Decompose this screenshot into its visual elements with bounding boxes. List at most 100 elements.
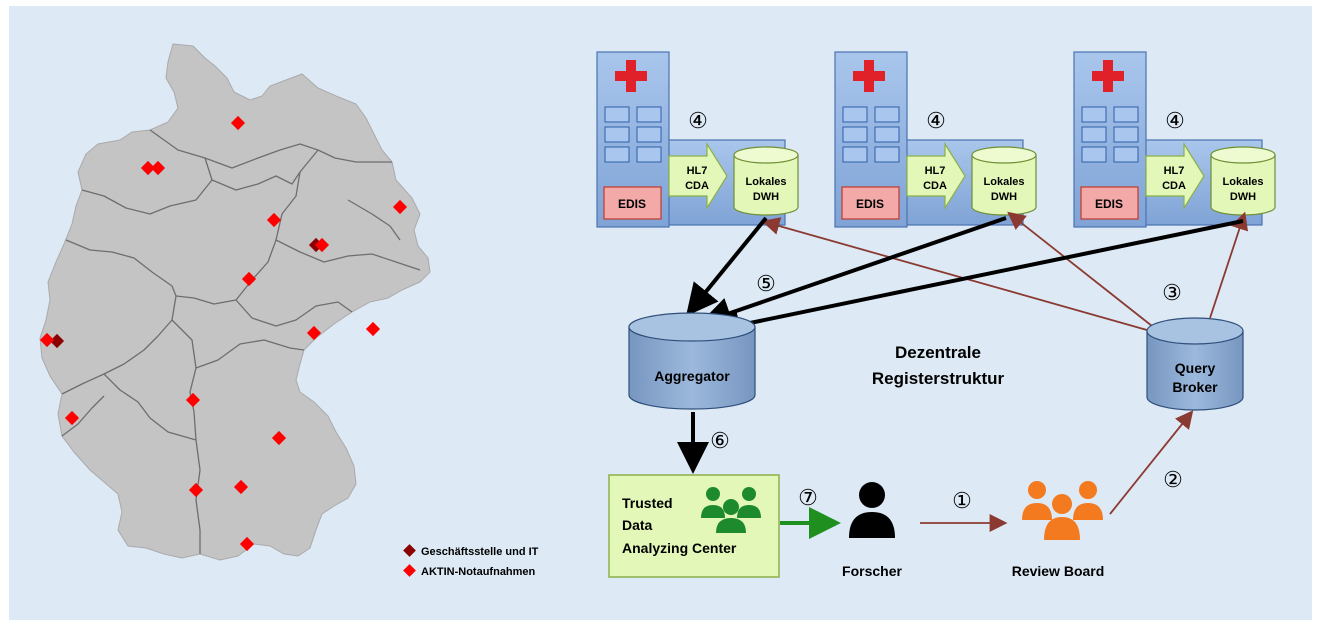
query-broker-label-line1: Query	[1175, 360, 1216, 376]
emergency-department-marker	[271, 430, 287, 446]
hl7-cda-arrow-shape	[668, 141, 728, 211]
window	[636, 146, 662, 163]
window	[636, 106, 662, 123]
legend-head-office-label: Geschäftsstelle und IT	[421, 546, 539, 558]
window	[874, 146, 900, 163]
window	[636, 126, 662, 143]
window	[1113, 106, 1139, 123]
aggregator-database: Aggregator	[628, 312, 756, 410]
step-6: ⑥	[710, 428, 730, 453]
arrow-review-to-broker	[1109, 410, 1194, 515]
query-arrows	[761, 211, 1249, 532]
center-title-line2: Registerstruktur	[872, 369, 1005, 388]
hl7-cda-arrow-shape	[1145, 141, 1205, 211]
head-office-marker	[49, 333, 65, 349]
window	[604, 126, 630, 143]
legend-emergency-label: AKTIN-Notaufnahmen	[421, 566, 536, 578]
hl7-cda-arrow-shape	[906, 141, 966, 211]
emergency-department-marker	[392, 199, 408, 215]
emergency-department-marker	[241, 271, 257, 287]
step-2: ②	[1163, 467, 1183, 492]
review-board-group-icon	[1022, 481, 1103, 540]
legend-emergency-marker	[403, 564, 416, 577]
query-broker-label-line2: Broker	[1172, 379, 1218, 395]
window	[1081, 126, 1107, 143]
dwh-label-line1: Lokales	[1223, 176, 1264, 188]
state-borders	[61, 129, 421, 554]
window	[604, 106, 630, 123]
arrow-dwh1-to-aggregator	[685, 216, 768, 317]
review-board-label: Review Board	[1012, 563, 1105, 579]
emergency-department-marker	[140, 160, 156, 176]
emergency-department-marker	[314, 237, 330, 253]
tdac-label-line2: Data	[622, 517, 653, 533]
step-4: ④	[688, 108, 708, 133]
tdac-label-line1: Trusted	[622, 495, 673, 511]
edis-box	[1080, 186, 1139, 220]
germany-outline	[39, 43, 431, 561]
emergency-department-marker	[150, 160, 166, 176]
window	[1081, 146, 1107, 163]
step-5: ⑤	[756, 271, 776, 296]
arrow-broker-to-dwh-3	[1209, 211, 1249, 319]
cda-label: CDA	[923, 180, 947, 192]
site-markers	[39, 115, 408, 552]
arrow-broker-to-dwh-2	[1007, 211, 1153, 327]
center-title-line1: Dezentrale	[895, 343, 981, 362]
step-7: ⑦	[798, 485, 818, 510]
researcher-label: Forscher	[842, 563, 902, 579]
local-dwh-cylinder	[733, 154, 799, 216]
step-4: ④	[926, 108, 946, 133]
aggregator-label: Aggregator	[654, 368, 730, 384]
tdac-label-line3: Analyzing Center	[622, 540, 737, 556]
arrow-dwh2-to-aggregator	[699, 216, 1007, 329]
window	[874, 106, 900, 123]
arrow-broker-to-dwh-1	[761, 217, 1148, 331]
emergency-department-marker	[185, 392, 201, 408]
edis-label: EDIS	[1095, 197, 1123, 211]
query-broker-database: Query Broker	[1146, 317, 1244, 411]
germany-map	[39, 43, 431, 561]
arrow-dwh3-to-aggregator	[708, 219, 1244, 341]
window	[1113, 126, 1139, 143]
hl7-label: HL7	[1164, 165, 1185, 177]
window	[842, 126, 868, 143]
hl7-label: HL7	[687, 165, 708, 177]
dwh-label-line1: Lokales	[984, 176, 1025, 188]
window	[604, 146, 630, 163]
local-dwh-cylinder	[971, 154, 1037, 216]
cda-label: CDA	[1162, 180, 1186, 192]
edis-label: EDIS	[856, 197, 884, 211]
window	[1081, 106, 1107, 123]
edis-box	[841, 186, 900, 220]
window	[874, 126, 900, 143]
emergency-department-marker	[233, 479, 249, 495]
edis-box	[603, 186, 662, 220]
trusted-data-analyzing-center: Trusted Data Analyzing Center	[608, 474, 780, 578]
step-4: ④	[1165, 108, 1185, 133]
legend-head-office-marker	[403, 544, 416, 557]
data-arrows	[677, 216, 1244, 474]
window	[1113, 146, 1139, 163]
emergency-department-marker	[266, 212, 282, 228]
cda-label: CDA	[685, 180, 709, 192]
edis-label: EDIS	[618, 197, 646, 211]
dwh-label-line1: Lokales	[746, 176, 787, 188]
dwh-label-line2: DWH	[1230, 191, 1256, 203]
emergency-department-marker	[64, 410, 80, 426]
step-1: ①	[952, 488, 972, 513]
researcher-person-icon	[849, 482, 895, 538]
emergency-department-marker	[365, 321, 381, 337]
emergency-department-marker	[239, 536, 255, 552]
dwh-label-line2: DWH	[753, 191, 779, 203]
dwh-label-line2: DWH	[991, 191, 1017, 203]
window	[842, 106, 868, 123]
group-people-icon-green	[701, 487, 761, 533]
map-legend: Geschäftsstelle und IT AKTIN-Notaufnahme…	[403, 544, 539, 578]
window	[842, 146, 868, 163]
hl7-label: HL7	[925, 165, 946, 177]
